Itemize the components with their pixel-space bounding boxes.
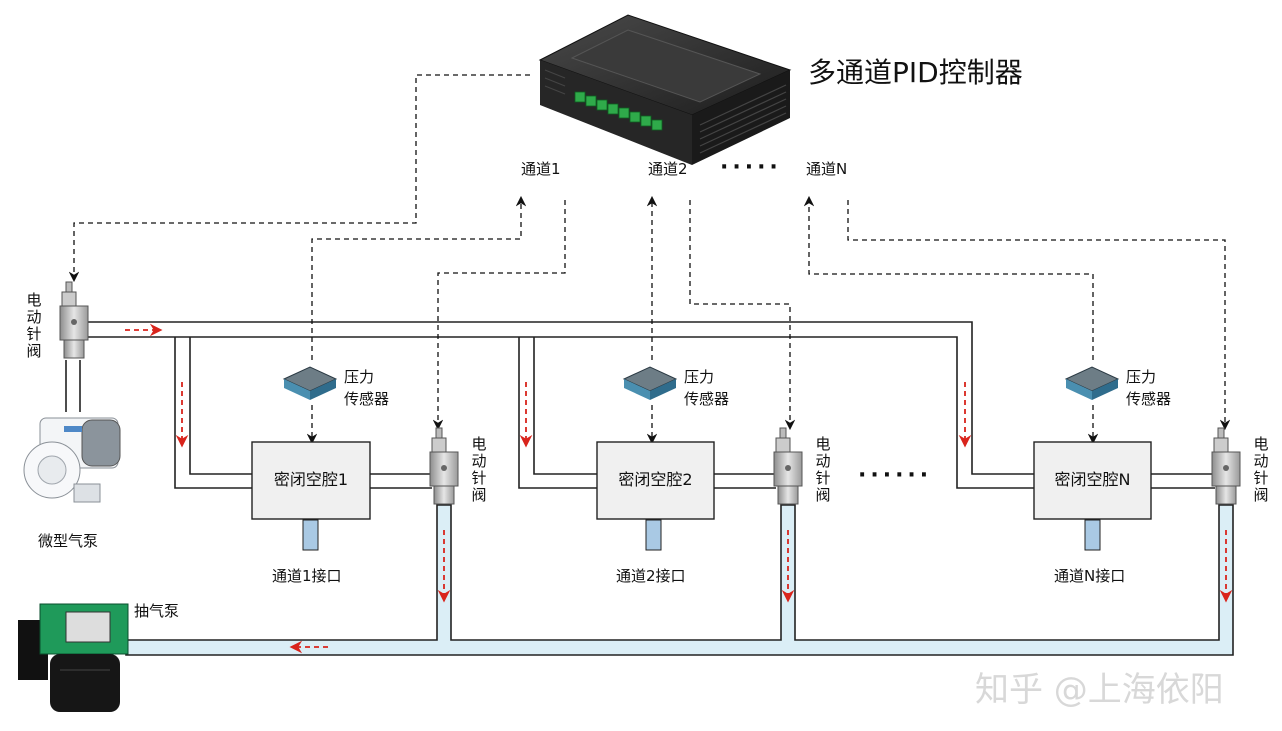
port-2	[645, 519, 662, 551]
sensor-1-label-line1: 压力	[344, 368, 375, 386]
pid-controller	[538, 14, 792, 165]
flow-arrows	[125, 323, 1233, 654]
inlet-valve-label: 电动针阀	[26, 291, 42, 360]
micro-pump	[23, 417, 121, 503]
channel-2-label: 通道2	[648, 160, 688, 178]
needle-valve-inlet	[59, 281, 89, 359]
watermark: 知乎 @上海依阳	[975, 670, 1224, 710]
cavity-2-label: 密闭空腔2	[618, 470, 693, 489]
signal-lines	[68, 74, 1231, 445]
pressure-sensor-2	[622, 366, 678, 400]
valve-n-label: 电动针阀	[1253, 435, 1269, 504]
needle-valve-1	[429, 427, 459, 505]
channel-n-label: 通道N	[806, 160, 848, 178]
sensor-1-label-line2: 传感器	[344, 390, 390, 408]
cavity-n-label: 密闭空腔N	[1054, 470, 1131, 489]
valve-1-label: 电动针阀	[471, 435, 487, 504]
needle-valve-2	[773, 427, 803, 505]
cavity-1-label: 密闭空腔1	[273, 470, 349, 489]
channel-ellipsis: ·····	[720, 155, 782, 180]
needle-valve-n	[1211, 427, 1241, 505]
port-n-label: 通道N接口	[1054, 567, 1126, 585]
port-2-label: 通道2接口	[616, 567, 686, 585]
ports	[302, 519, 1101, 551]
terminal-block	[574, 91, 663, 131]
port-1-label: 通道1接口	[272, 567, 342, 585]
pressure-sensor-1	[282, 366, 338, 400]
valve-2-label: 电动针阀	[815, 435, 831, 504]
cavity-1-box	[251, 441, 371, 520]
micro-pump-label: 微型气泵	[38, 532, 99, 550]
port-n	[1084, 519, 1101, 551]
pressure-sensor-n	[1064, 366, 1120, 400]
controller-title: 多通道PID控制器	[808, 56, 1023, 89]
sensor-2-label-line1: 压力	[684, 368, 715, 386]
sensor-2-label-line2: 传感器	[684, 390, 730, 408]
cavities	[251, 441, 1152, 520]
cavity-n-box	[1033, 441, 1152, 520]
vacuum-pump-label: 抽气泵	[134, 602, 180, 620]
middle-ellipsis: ······	[858, 463, 933, 488]
cavity-2-box	[596, 441, 715, 520]
sensor-n-label-line2: 传感器	[1126, 390, 1172, 408]
port-1	[302, 519, 319, 551]
vacuum-pump	[18, 603, 129, 712]
channel-1-label: 通道1	[521, 160, 561, 178]
sensor-n-label-line1: 压力	[1126, 368, 1157, 386]
